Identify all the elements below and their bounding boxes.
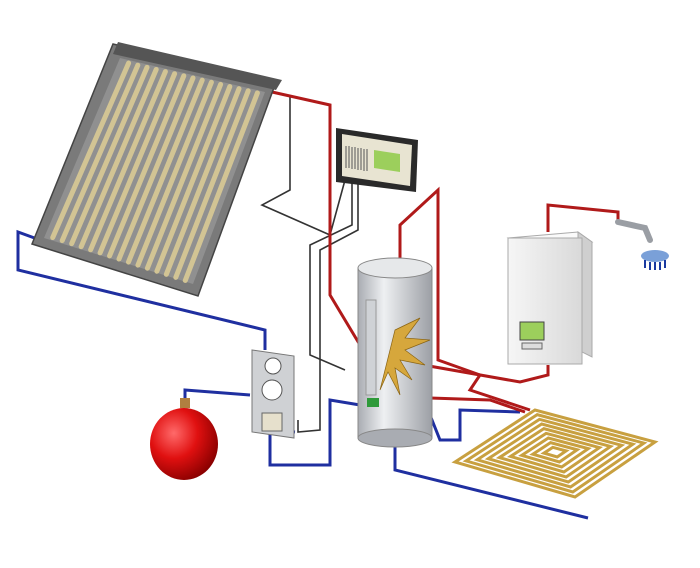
hot-pipes — [271, 90, 620, 414]
collector-tube — [144, 81, 224, 271]
coil-loop — [506, 431, 603, 474]
boiler-display — [519, 321, 545, 341]
shower-head-icon — [615, 219, 669, 270]
pump-station — [251, 349, 295, 439]
coil-loop — [473, 417, 637, 489]
gas-boiler — [506, 231, 594, 365]
signal-wires — [260, 95, 359, 433]
coil-loop — [529, 441, 581, 464]
collector-tube — [173, 88, 251, 280]
collector-tube — [107, 73, 187, 259]
collector-tube — [163, 86, 242, 277]
coil-loop — [518, 436, 592, 469]
collector-tube — [116, 75, 196, 262]
coil-loop — [451, 408, 659, 499]
collector-tube — [59, 62, 141, 244]
coil-loop — [540, 445, 570, 459]
solar-controller — [336, 128, 418, 192]
coil-loop — [495, 427, 615, 479]
collector-tube — [125, 77, 205, 265]
tank-indicator — [367, 398, 379, 407]
pump-icon — [261, 412, 283, 432]
solar-collector — [30, 42, 282, 297]
pressure-gauge-icon — [261, 379, 283, 401]
thermometer-gauge-icon — [264, 357, 282, 375]
storage-tank — [357, 257, 433, 448]
collector-tube — [69, 64, 150, 247]
cold-pipes — [16, 229, 589, 520]
controller-display — [374, 150, 400, 172]
heat-exchanger-coil — [379, 317, 431, 396]
collector-tube — [135, 79, 214, 268]
coil-loop — [484, 422, 626, 484]
collector-tube — [88, 69, 168, 253]
coil-loop — [462, 413, 648, 494]
collector-tube — [154, 84, 233, 274]
collector-tube — [78, 66, 159, 250]
collector-tube — [97, 71, 178, 256]
floor-heating-coil — [451, 408, 659, 499]
collector-tube — [50, 60, 132, 241]
collector-tube — [182, 90, 260, 283]
expansion-vessel — [150, 398, 218, 480]
